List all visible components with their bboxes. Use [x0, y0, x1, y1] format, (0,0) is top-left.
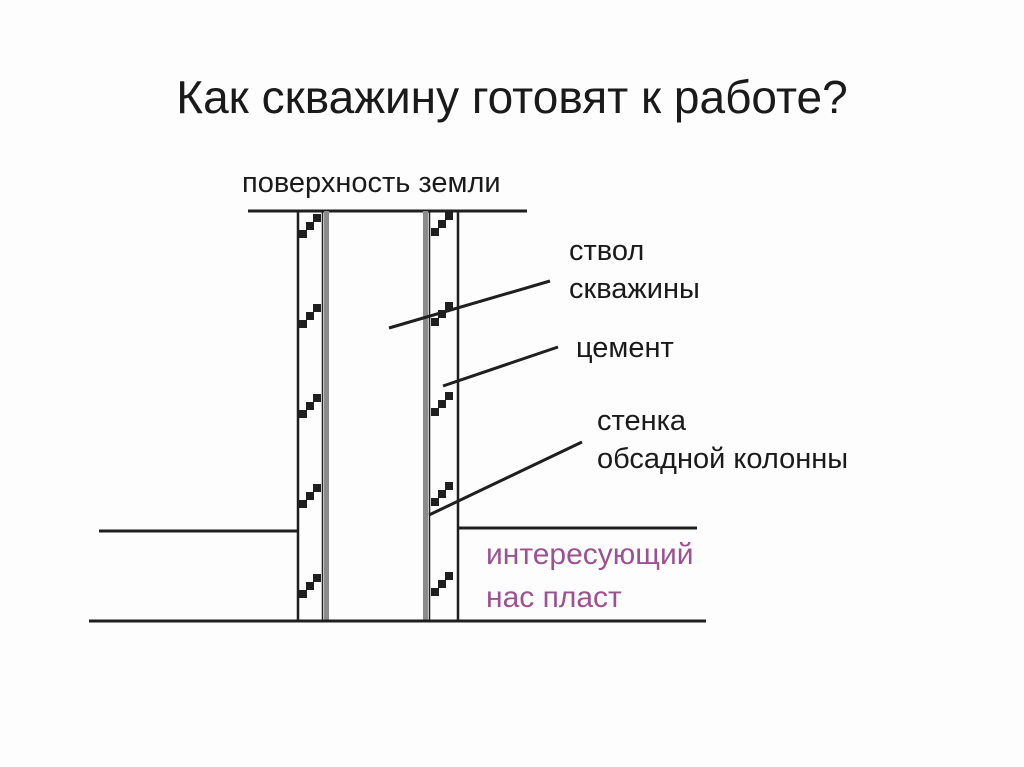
- borehole-label-line2: скважины: [569, 273, 700, 305]
- page-title: Как скважину готовят к работе?: [176, 71, 848, 123]
- casing-label-line2: обсадной колонны: [597, 443, 849, 475]
- casing-label-line1: стенка: [597, 405, 687, 437]
- formation-label: интересующий нас пласт: [486, 533, 693, 619]
- borehole-label-line1: ствол: [569, 235, 645, 267]
- left-cement-hatch: [299, 214, 321, 598]
- leader-line-cement: [442, 345, 559, 388]
- formation-label-line1: интересующий: [486, 538, 694, 571]
- surface-label: поверхность земли: [242, 167, 501, 199]
- borehole-label: ствол скважины: [569, 232, 700, 308]
- formation-label-line2: нас пласт: [486, 581, 622, 614]
- leader-line-casing: [428, 440, 583, 517]
- cement-label: цемент: [576, 332, 674, 364]
- leader-line-borehole: [388, 279, 551, 330]
- right-cement-hatch: [431, 212, 453, 596]
- casing-label: стенка обсадной колонны: [597, 402, 848, 478]
